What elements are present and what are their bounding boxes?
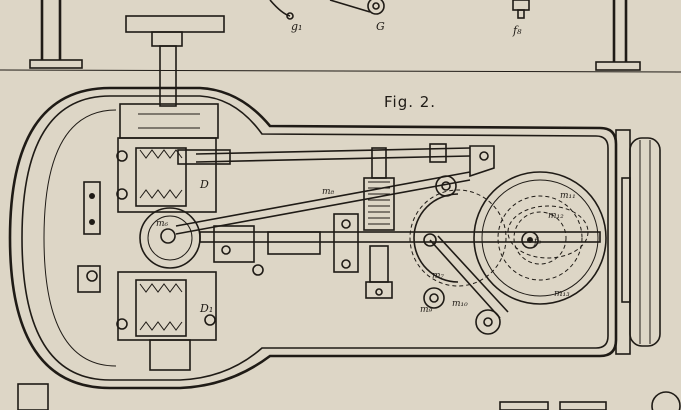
upper-figure-fragment bbox=[0, 0, 681, 73]
right-pulley bbox=[615, 129, 661, 355]
spring-coil bbox=[333, 147, 395, 299]
label-f8: f₈ bbox=[512, 24, 522, 37]
label-m12: m₁₂ bbox=[548, 211, 564, 221]
linkage-rods bbox=[175, 147, 601, 276]
figure-caption: Fig. 2. bbox=[384, 93, 437, 111]
label-g1: g₁ bbox=[291, 20, 302, 33]
label-m10: m₁₀ bbox=[452, 299, 468, 309]
label-G: G bbox=[376, 20, 385, 33]
central-hub bbox=[77, 181, 201, 293]
lower-figure-fragment bbox=[17, 383, 681, 410]
label-m13: m₁₃ bbox=[554, 289, 570, 299]
label-m8: m₈ bbox=[322, 187, 335, 197]
label-D1: D₁ bbox=[199, 302, 213, 315]
label-m7: m₇ bbox=[432, 271, 445, 281]
diagram-labels: g₁ G f₈ D D₁ m₆ m₈ m₇ m₉ m₁₀ m₁₁ m₁₂ m₁₃… bbox=[156, 20, 576, 315]
housing bbox=[8, 86, 618, 390]
label-f8-disk: f₈ bbox=[533, 237, 541, 247]
upper-gear-block bbox=[116, 137, 231, 213]
top-handwheel bbox=[119, 15, 225, 139]
label-m6: m₆ bbox=[156, 219, 169, 229]
right-lever-gear bbox=[409, 143, 509, 335]
label-m9: m₉ bbox=[420, 305, 433, 315]
lower-gear-block bbox=[116, 271, 217, 371]
label-m11: m₁₁ bbox=[560, 191, 576, 201]
label-D: D bbox=[199, 178, 209, 191]
cam-disk bbox=[473, 171, 607, 305]
